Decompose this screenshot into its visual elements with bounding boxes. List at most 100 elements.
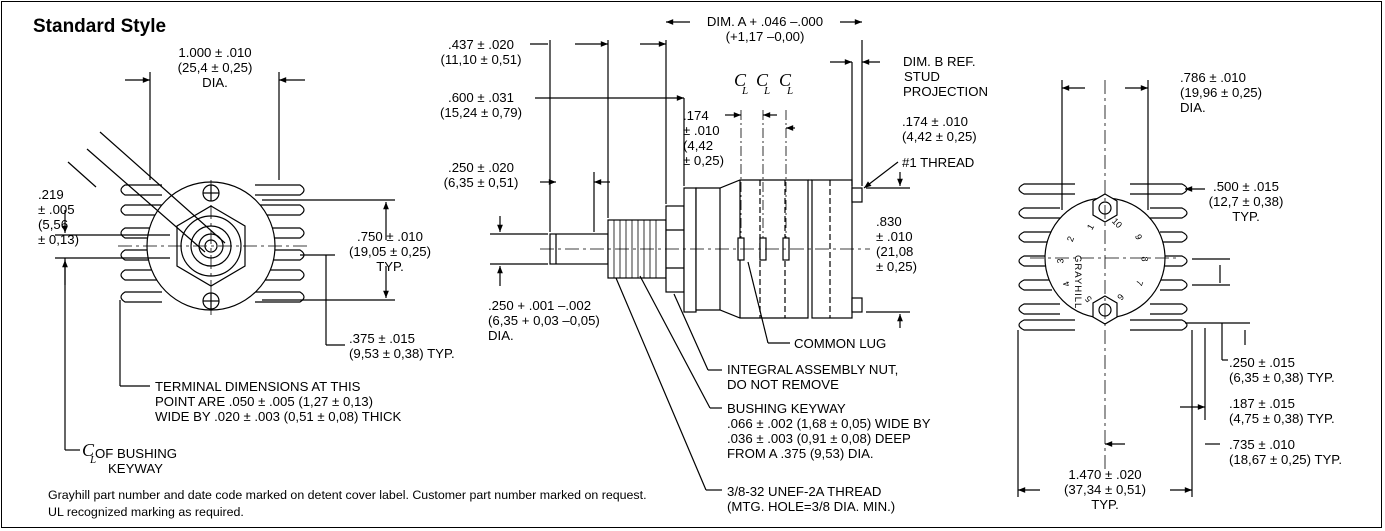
dim-line: (37,34 ± 0,51): [1063, 482, 1147, 497]
dim-line: PROJECTION: [903, 84, 988, 99]
note-line: FROM A .375 (9,53) DIA.: [727, 446, 874, 461]
dim-line: ± .010: [683, 123, 720, 138]
dim-a: DIM. A + .046 –.000 (+1,17 –0,00): [690, 14, 840, 44]
centerline-symbol-1: C: [734, 70, 747, 90]
dim-line: .786 ± .010: [1180, 70, 1246, 85]
thread-note: 3/8-32 UNEF-2A THREAD (MTG. HOLE=3/8 DIA…: [727, 484, 895, 514]
side-view: [490, 19, 910, 491]
centerline-sub-1: L: [742, 85, 749, 97]
note-line: (MTG. HOLE=3/8 DIA. MIN.): [727, 499, 896, 514]
dim-line: (19,05 ± 0,25): [348, 244, 432, 259]
dim-line: TYP.: [1232, 209, 1260, 224]
dim-line: (6,35 ± 0,38) TYP.: [1229, 370, 1335, 385]
dim-line: 1.470 ± .020: [1068, 467, 1142, 482]
front-terminals-left: [120, 184, 162, 303]
dim-line: TYP.: [1091, 497, 1119, 512]
note-line: WIDE BY .020 ± .003 (0,51 ± 0,08) THICK: [155, 409, 402, 424]
note-line: DO NOT REMOVE: [727, 377, 839, 392]
dim-line: ± 0,25): [683, 153, 724, 168]
dim-line: (4,42 ± 0,25): [902, 129, 977, 144]
dim-line: (+1,17 –0,00): [725, 29, 805, 44]
dim-line: (19,96 ± 0,25): [1180, 85, 1263, 100]
footnote: Grayhill part number and date code marke…: [48, 488, 647, 519]
note-line: POINT ARE .050 ± .005 (1,27 ± 0,13): [155, 394, 374, 409]
dim-250-rear: .250 ± .015 (6,35 ± 0,38) TYP.: [1229, 355, 1335, 385]
dim-line: (6,35 ± 0,51): [443, 175, 519, 190]
brand-label: GRAYHILL: [1072, 255, 1083, 310]
dim-line: (5,56: [38, 217, 69, 232]
dim-line: TYP.: [376, 259, 404, 274]
note-line: 3/8-32 UNEF-2A THREAD: [727, 484, 882, 499]
note-line: BUSHING KEYWAY: [727, 401, 846, 416]
thread-label: #1 THREAD: [902, 155, 975, 170]
dim-line: (18,67 ± 0,25) TYP.: [1229, 452, 1343, 467]
dim-line: .437 ± .020: [448, 37, 514, 52]
terminal-note: TERMINAL DIMENSIONS AT THIS POINT ARE .0…: [155, 379, 401, 424]
dim-line: ± .005: [38, 202, 75, 217]
dim-line: STUD: [904, 69, 940, 84]
dim-line: (9,53 ± 0,38) TYP.: [349, 346, 455, 361]
rear-terminals-left: [1018, 183, 1075, 331]
shaft-dia-dimension: .250 + .001 –.002 (6,35 + 0,03 –0,05) DI…: [488, 298, 600, 343]
dim-line: .830: [876, 214, 902, 229]
dim-line: (25,4 ± 0,25): [177, 60, 253, 75]
nut-note: INTEGRAL ASSEMBLY NUT, DO NOT REMOVE: [727, 362, 898, 392]
dim-line: DIA.: [488, 328, 514, 343]
dim-1470: 1.470 ± .020 (37,34 ± 0,51) TYP.: [1045, 467, 1165, 512]
dim-line: DIA.: [202, 75, 228, 90]
dim-line: .219: [38, 187, 64, 202]
keyway-centerline-sub: L: [90, 454, 97, 466]
note-line: KEYWAY: [108, 461, 163, 476]
note-line: .066 ± .002 (1,68 ± 0,05) WIDE BY: [727, 416, 931, 431]
dim-174-a: .174 ± .010 (4,42 ± 0,25): [683, 108, 724, 168]
dim-line: .750 ± .010: [357, 229, 423, 244]
note-line: OF BUSHING: [95, 446, 178, 461]
dim-line: (21,08: [876, 244, 914, 259]
dim-830: .830 ± .010 (21,08 ± 0,25): [876, 214, 917, 274]
dim-line: DIM. B REF.: [903, 54, 976, 69]
dim-187: .187 ± .015 (4,75 ± 0,38) TYP.: [1229, 396, 1335, 426]
dim-500: .500 ± .015 (12,7 ± 0,38) TYP.: [1196, 179, 1296, 224]
dim-437: .437 ± .020 (11,10 ± 0,51): [426, 37, 536, 67]
dim-line: .250 ± .020: [448, 160, 514, 175]
dim-line: .600 ± .031: [448, 90, 514, 105]
dim-line: .174: [683, 108, 709, 123]
position-8: 8: [1139, 256, 1150, 262]
note-line: .036 ± .003 (0,91 ± 0,08) DEEP: [727, 431, 911, 446]
centerline-sub-3: L: [787, 85, 794, 97]
dim-line: DIA.: [1180, 100, 1206, 115]
terminal-pitch-dimension: .375 ± .015 (9,53 ± 0,38) TYP.: [349, 331, 455, 361]
keyway-centerline-symbol: C: [82, 440, 95, 460]
dim-line: (4,75 ± 0,38) TYP.: [1229, 411, 1335, 426]
dim-line: (12,7 ± 0,38): [1208, 194, 1284, 209]
page-title: Standard Style: [33, 16, 167, 37]
note-line: TERMINAL DIMENSIONS AT THIS: [155, 379, 361, 394]
dim-line: (15,24 ± 0,79): [439, 105, 523, 120]
centerline-symbol-3: C: [779, 70, 792, 90]
dim-line: DIM. A + .046 –.000: [706, 14, 824, 29]
dim-line: (6,35 + 0,03 –0,05): [488, 313, 600, 328]
rear-view: [1017, 80, 1250, 497]
dim-line: (11,10 ± 0,51): [440, 52, 522, 67]
front-view: [55, 72, 395, 451]
centerline-sub-2: L: [764, 85, 771, 97]
dim-line: .174 ± .010: [902, 114, 968, 129]
note-line: INTEGRAL ASSEMBLY NUT,: [727, 362, 899, 377]
front-dia-dimension: 1.000 ± .010 (25,4 ± 0,25) DIA.: [150, 45, 280, 90]
dim-line: .735 ± .010: [1229, 437, 1295, 452]
dim-line: 1.000 ± .010: [178, 45, 252, 60]
rear-dia-dimension: .786 ± .010 (19,96 ± 0,25) DIA.: [1180, 70, 1262, 115]
dim-line: (4,42: [683, 138, 714, 153]
dim-250-bushing: .250 ± .020 (6,35 ± 0,51): [426, 160, 536, 190]
dim-line: .187 ± .015: [1229, 396, 1295, 411]
dim-line: .375 ± .015: [349, 331, 415, 346]
dim-174-b: .174 ± .010 (4,42 ± 0,25): [902, 114, 977, 144]
dim-735: .735 ± .010 (18,67 ± 0,25) TYP.: [1229, 437, 1342, 467]
common-lug-label: COMMON LUG: [794, 336, 887, 351]
dim-line: ± 0,13): [38, 232, 79, 247]
dim-b: DIM. B REF. STUD PROJECTION: [903, 54, 988, 99]
dim-line: .250 + .001 –.002: [488, 298, 592, 313]
dim-line: .500 ± .015: [1213, 179, 1279, 194]
keyway-label: OF BUSHING KEYWAY: [95, 446, 177, 476]
